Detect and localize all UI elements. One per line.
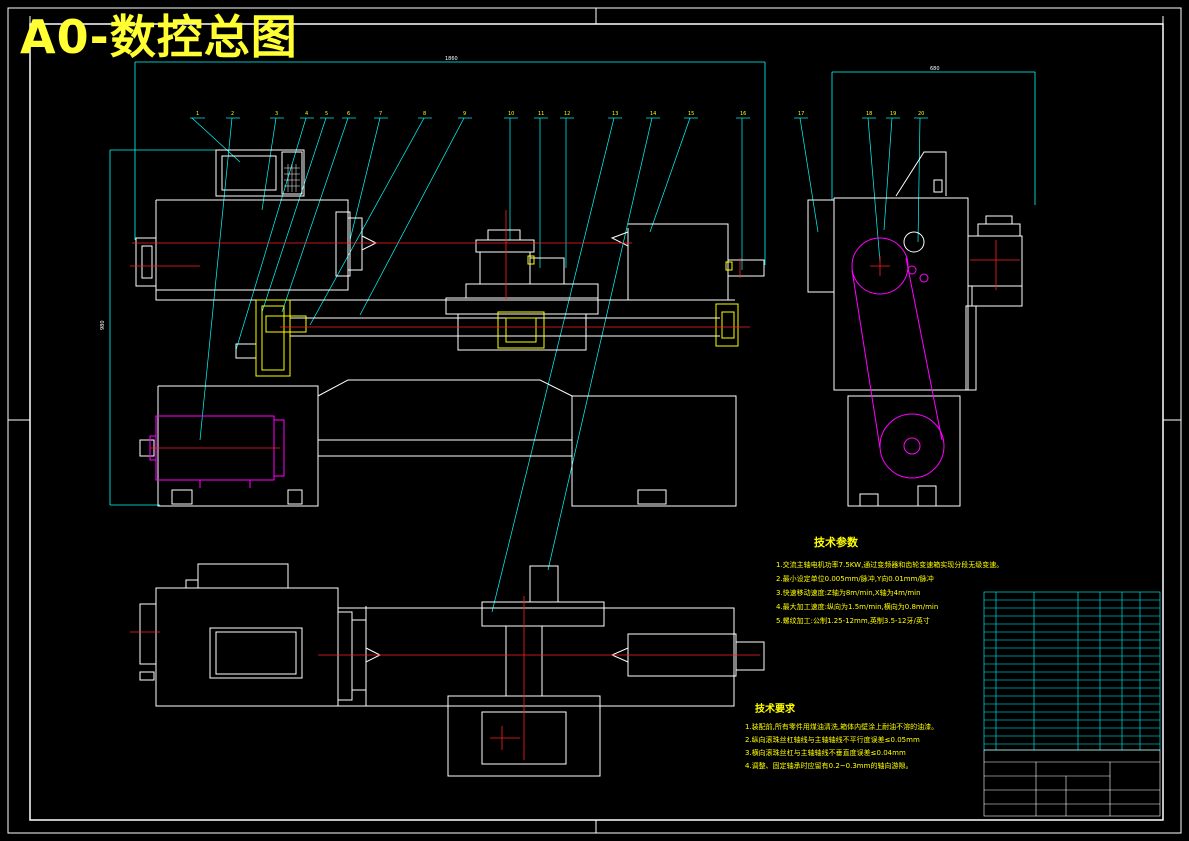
tech-requirement-line: 2.纵向滚珠丝杠轴线与主轴轴线不平行度误差≤0.05mm [745, 736, 920, 744]
svg-text:980: 980 [100, 320, 106, 330]
tech-param-line: 1.交流主轴电机功率7.5KW,通过变频器和齿轮变速箱实现分段无级变速。 [776, 561, 1004, 569]
balloon-15: 15 [688, 111, 694, 117]
balloon-14: 14 [650, 111, 656, 117]
balloon-6: 6 [347, 111, 350, 117]
parts-list-rows [984, 599, 1160, 745]
balloon-5: 5 [325, 111, 328, 117]
tech-param-line: 2.最小设定单位0.005mm/脉冲,Y向0.01mm/脉冲 [776, 575, 934, 583]
tech-requirement-line: 4.调整、固定轴承时应留有0.2~0.3mm的轴向游隙。 [745, 762, 913, 770]
tech-params-heading: 技术参数 [814, 536, 858, 549]
balloon-4: 4 [305, 111, 308, 117]
main-motor [149, 415, 285, 488]
balloon-3: 3 [275, 111, 278, 117]
drawing-title: A0-数控总图 [20, 10, 298, 64]
svg-text:680: 680 [930, 66, 940, 72]
dimension-lines [109, 61, 1036, 506]
balloon-2: 2 [231, 111, 234, 117]
tech-param-line: 5.螺纹加工:公制1.25-12mm,英制3.5-12牙/英寸 [776, 617, 930, 625]
balloon-19: 19 [890, 111, 896, 117]
top-centerlines [130, 596, 760, 760]
balloon-8: 8 [423, 111, 426, 117]
balloon-20: 20 [918, 111, 924, 117]
title-block [983, 749, 1161, 817]
part-balloons: 1 2 3 4 5 6 7 8 9 10 11 12 13 14 15 16 1… [196, 111, 924, 117]
balloon-11: 11 [538, 111, 544, 117]
tech-requirement-line: 3.横向滚珠丝杠与主轴轴线不垂直度误差≤0.04mm [745, 749, 906, 757]
tech-requirements-heading: 技术要求 [755, 704, 795, 715]
svg-text:1860: 1860 [445, 56, 458, 62]
balloon-1: 1 [196, 111, 199, 117]
tech-requirements-block: 技术要求 1.装配前,所有零件用煤油清洗,箱体内壁涂上耐油不溶的油漆。 2.纵向… [745, 700, 938, 773]
dimension-text: 1860 980 680 [100, 56, 940, 330]
front-view [135, 149, 765, 507]
balloon-9: 9 [463, 111, 466, 117]
balloon-17: 17 [798, 111, 804, 117]
tech-param-line: 3.快速移动速度:Z轴为8m/min,X轴为4m/min [776, 589, 921, 597]
side-view [807, 151, 1023, 507]
top-view [139, 563, 765, 777]
parts-list [983, 591, 1161, 751]
tech-requirement-line: 1.装配前,所有零件用煤油清洗,箱体内壁涂上耐油不溶的油漆。 [745, 723, 939, 731]
side-centerlines [870, 240, 1020, 290]
tech-params-block: 技术参数 1.交流主轴电机功率7.5KW,通过变频器和齿轮变速箱实现分段无级变速… [776, 534, 1003, 628]
balloon-13: 13 [612, 111, 618, 117]
balloon-18: 18 [866, 111, 872, 117]
balloon-12: 12 [564, 111, 570, 117]
drawing-border [7, 7, 1182, 834]
belt-drive [851, 237, 945, 479]
centerlines [130, 210, 750, 449]
feed-gearbox [255, 255, 739, 377]
balloon-7: 7 [379, 111, 382, 117]
tech-param-line: 4.最大加工速度:纵向为1.5m/min,横向为0.8m/min [776, 603, 939, 611]
balloon-16: 16 [740, 111, 746, 117]
balloon-10: 10 [508, 111, 514, 117]
